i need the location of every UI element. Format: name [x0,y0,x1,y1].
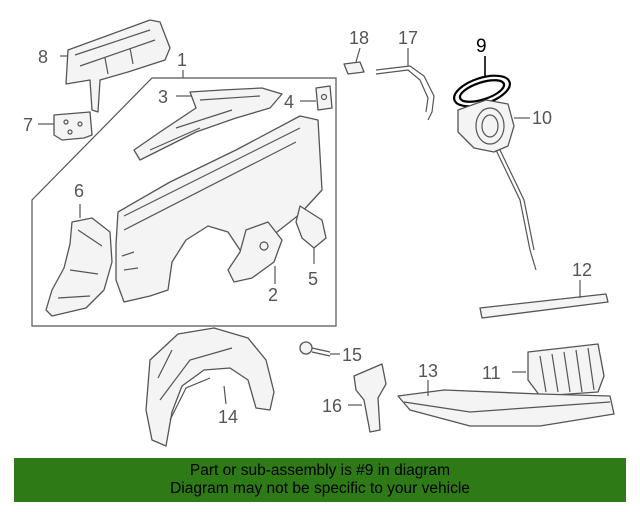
part-12-sill-strip[interactable] [479,280,609,319]
banner-line-2: Diagram may not be specific to your vehi… [170,480,470,497]
part-5-bracket[interactable] [295,205,327,264]
assembly-1-outline [31,77,337,327]
callout-6: 6 [74,181,84,201]
callout-10: 10 [532,108,552,128]
part-18-clip[interactable] [343,47,365,75]
callout-2: 2 [268,285,278,305]
part-4-tab[interactable] [300,85,333,111]
part-1-quarter-panel[interactable] [115,115,323,303]
parts-diagram: 8 7 1 3 4 6 2 [23,19,615,447]
callout-17: 17 [398,28,418,48]
callout-8: 8 [38,47,48,67]
callout-1: 1 [177,50,187,70]
part-10-filler-housing[interactable] [457,99,537,271]
part-7-bracket[interactable] [38,111,93,141]
callout-11: 11 [482,363,501,383]
part-8-rail[interactable] [60,19,171,113]
callout-3: 3 [158,87,168,107]
callout-12: 12 [572,260,592,280]
part-14-wheel-liner[interactable] [145,327,275,447]
part-13-rocker[interactable] [397,380,615,427]
info-banner: Part or sub-assembly is #9 in diagram Di… [14,458,626,502]
callout-16: 16 [322,396,342,416]
callout-13: 13 [418,361,438,381]
part-17-hose[interactable] [375,48,435,121]
part-6-liner[interactable] [45,204,113,317]
callout-4: 4 [284,92,294,112]
part-3-inner-panel[interactable] [133,87,283,161]
callout-5: 5 [308,269,318,289]
callout-9: 9 [476,36,487,57]
callout-15: 15 [342,345,362,365]
part-11-vent-grille[interactable] [512,343,605,397]
callout-18: 18 [349,28,369,48]
banner-line-1: Part or sub-assembly is #9 in diagram [189,462,451,479]
callout-14: 14 [218,407,238,427]
callout-7: 7 [23,115,33,135]
part-2-bracket[interactable] [227,221,283,284]
part-16-bracket[interactable] [348,363,387,433]
part-15-bolt[interactable] [299,341,340,357]
